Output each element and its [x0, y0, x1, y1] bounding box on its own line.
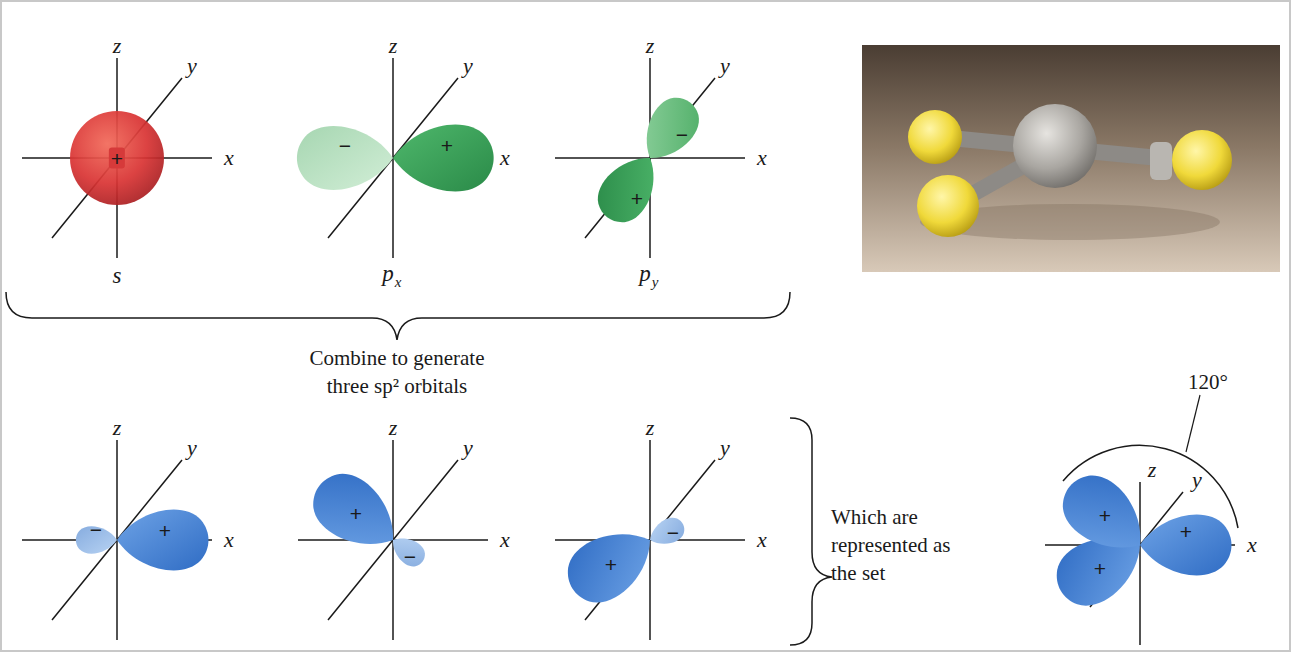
phase-sign: +	[605, 554, 617, 575]
orbital-name: p	[382, 262, 394, 285]
phase-sign: +	[1180, 521, 1192, 542]
axis-label: x	[1247, 534, 1257, 556]
axis-label: x	[500, 529, 510, 551]
axis-label: y	[720, 437, 730, 459]
phase-sign: +	[159, 520, 171, 541]
orbital-subscript: x	[395, 275, 402, 290]
axis-label: y	[1192, 469, 1202, 491]
angle-label: 120°	[1188, 368, 1228, 396]
axis-label: y	[187, 437, 197, 459]
orbital-name: p	[639, 262, 651, 285]
phase-sign: −	[339, 135, 351, 156]
axis-label: z	[1148, 459, 1157, 481]
phase-sign: +	[441, 135, 453, 156]
phase-sign: +	[1094, 558, 1106, 579]
axis-label: x	[757, 529, 767, 551]
caption-text: Combine to generate three sp² orbitals	[287, 344, 507, 400]
axis-label: y	[463, 437, 473, 459]
phase-sign: +	[350, 503, 362, 524]
phase-sign: −	[667, 522, 679, 543]
axis-label: z	[646, 417, 655, 439]
axis-label: z	[389, 35, 398, 57]
axis-label: z	[113, 417, 122, 439]
axis-label: z	[646, 35, 655, 57]
axis-label: y	[187, 55, 197, 77]
orbital-name: s	[113, 264, 122, 287]
phase-sign: −	[676, 124, 688, 145]
phase-sign: −	[90, 519, 102, 540]
axis-label: y	[720, 55, 730, 77]
phase-sign: +	[1099, 505, 1111, 526]
axis-label: y	[463, 55, 473, 77]
phase-sign: +	[109, 148, 125, 169]
orbital-subscript: y	[652, 275, 659, 290]
caption-text: Which are represented as the set	[831, 503, 959, 587]
axis-label: x	[224, 147, 234, 169]
axis-label: x	[500, 147, 510, 169]
phase-sign: +	[631, 188, 643, 209]
axis-label: x	[757, 147, 767, 169]
phase-sign: −	[404, 546, 416, 567]
axis-label: z	[113, 35, 122, 57]
axis-label: z	[389, 417, 398, 439]
axis-label: x	[224, 529, 234, 551]
